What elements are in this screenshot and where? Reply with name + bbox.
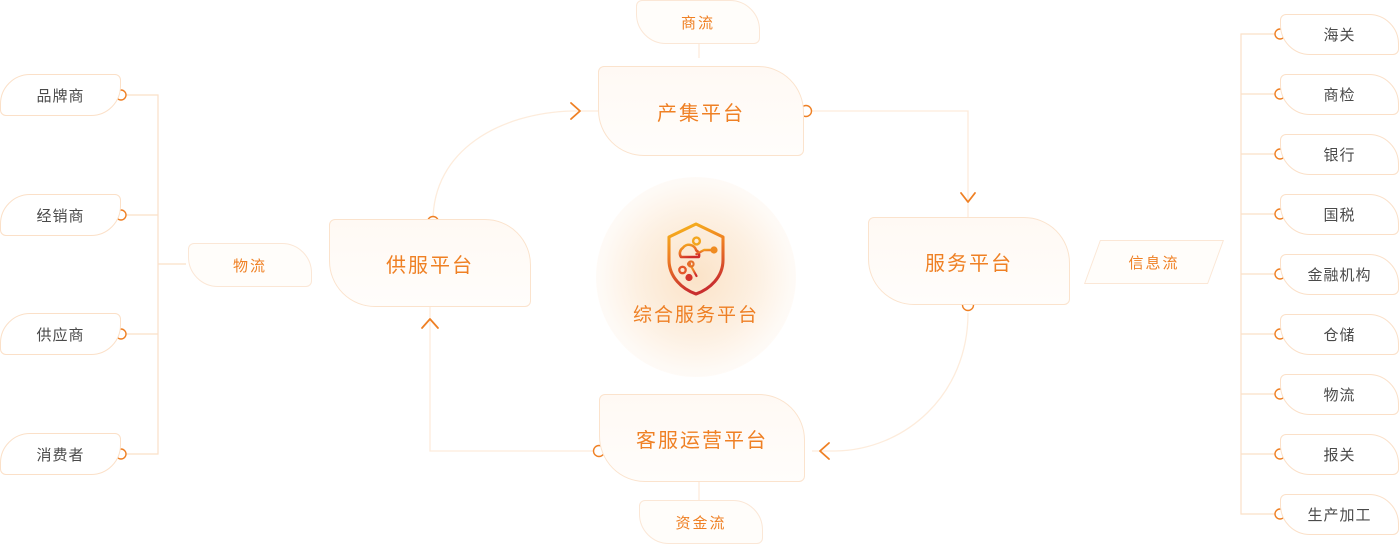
platform-card-customer[interactable]: 客服运营平台 — [599, 394, 805, 482]
right-item-3[interactable]: 国税 — [1280, 194, 1399, 235]
right-item-label: 生产加工 — [1307, 507, 1372, 524]
right-item-4[interactable]: 金融机构 — [1280, 254, 1399, 295]
flow-tag-capital[interactable]: 资金流 — [639, 500, 763, 544]
left-item-0[interactable]: 品牌商 — [0, 74, 121, 116]
right-item-label: 银行 — [1323, 147, 1356, 164]
flow-tag-information[interactable]: 信息流 — [1083, 240, 1225, 284]
center-hub-title: 综合服务平台 — [632, 304, 759, 326]
left-item-label: 品牌商 — [36, 87, 85, 105]
right-item-7[interactable]: 报关 — [1280, 434, 1399, 475]
right-item-0[interactable]: 海关 — [1280, 14, 1399, 55]
right-item-6[interactable]: 物流 — [1280, 374, 1399, 415]
right-item-label: 国税 — [1323, 207, 1356, 224]
flow-tag-logistics[interactable]: 物流 — [188, 243, 312, 287]
right-item-label: 仓储 — [1323, 327, 1356, 344]
platform-card-produce[interactable]: 产集平台 — [598, 66, 804, 156]
right-item-1[interactable]: 商检 — [1280, 74, 1399, 115]
shield-cloud-network-icon — [667, 221, 725, 296]
right-item-5[interactable]: 仓储 — [1280, 314, 1399, 355]
right-item-8[interactable]: 生产加工 — [1280, 494, 1399, 535]
platform-label: 产集平台 — [657, 102, 745, 125]
left-item-1[interactable]: 经销商 — [0, 194, 121, 236]
left-item-2[interactable]: 供应商 — [0, 313, 121, 355]
flow-tag-commerce[interactable]: 商流 — [636, 0, 760, 44]
left-item-label: 供应商 — [36, 326, 85, 344]
platform-label: 供服平台 — [386, 254, 474, 277]
right-item-label: 海关 — [1323, 27, 1356, 44]
platform-card-service[interactable]: 服务平台 — [868, 217, 1070, 305]
platform-label: 客服运营平台 — [636, 429, 768, 452]
flow-tag-label: 信息流 — [1128, 254, 1180, 272]
right-item-label: 报关 — [1323, 447, 1356, 464]
right-item-label: 金融机构 — [1307, 267, 1372, 284]
platform-card-supply[interactable]: 供服平台 — [329, 219, 531, 307]
center-hub[interactable]: 综合服务平台 — [596, 177, 796, 377]
flow-tag-label: 物流 — [232, 257, 267, 275]
platform-label: 服务平台 — [925, 252, 1013, 275]
right-item-2[interactable]: 银行 — [1280, 134, 1399, 175]
flow-tag-label: 商流 — [680, 14, 715, 32]
right-item-label: 商检 — [1323, 87, 1356, 104]
right-item-label: 物流 — [1323, 387, 1356, 404]
flow-tag-label: 资金流 — [675, 514, 727, 532]
left-item-label: 经销商 — [36, 207, 85, 225]
left-item-label: 消费者 — [36, 446, 85, 464]
left-item-3[interactable]: 消费者 — [0, 433, 121, 475]
